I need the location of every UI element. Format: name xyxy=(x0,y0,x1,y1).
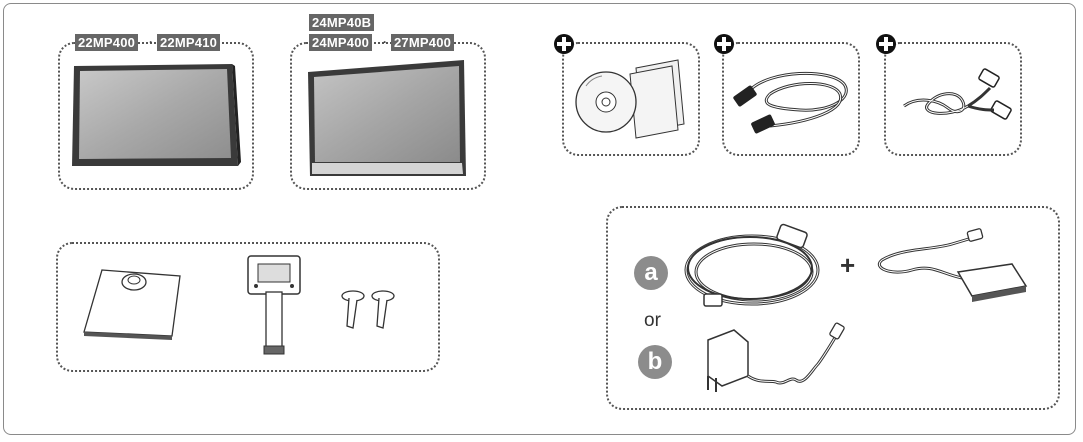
hdmi-cable-icon xyxy=(733,71,848,134)
page-frame xyxy=(3,3,1076,435)
or-label: or xyxy=(644,310,661,331)
plus-icon xyxy=(714,34,734,54)
model-separator: · xyxy=(149,35,153,49)
ac-adapter-icon xyxy=(878,228,1028,302)
power-cord-icon xyxy=(684,223,820,307)
plus-icon xyxy=(554,34,574,54)
hdmi-cable-box xyxy=(722,42,860,156)
monitor-24-box xyxy=(290,42,486,190)
option-b-badge: b xyxy=(638,345,672,379)
monitor-22-icon xyxy=(72,64,241,166)
model-tag-24mp40b: 24MP40B xyxy=(309,14,375,31)
model-tag-22mp410: 22MP410 xyxy=(157,34,221,51)
model-tag-24mp400: 24MP400 xyxy=(309,34,373,51)
screw-icon xyxy=(371,290,395,329)
monitor-24-icon xyxy=(308,60,466,176)
stand-base-icon xyxy=(83,269,181,340)
cd-box xyxy=(562,42,700,156)
wall-adapter-icon xyxy=(707,322,845,392)
plus-label: + xyxy=(840,250,856,280)
model-tag-27mp400: 27MP400 xyxy=(391,34,455,51)
monitor-22-box xyxy=(58,42,254,190)
stand-parts-box xyxy=(56,242,440,372)
plus-icon xyxy=(876,34,896,54)
power-options-box xyxy=(606,206,1060,410)
model-separator: · xyxy=(383,35,387,49)
model-tag-22mp400: 22MP400 xyxy=(75,34,139,51)
screw-icon xyxy=(341,290,365,329)
dsub-cable-box xyxy=(884,42,1022,156)
cd-icon xyxy=(575,59,685,139)
option-a-badge: a xyxy=(634,256,668,290)
dsub-cable-icon xyxy=(903,68,1012,120)
stand-body-icon xyxy=(247,255,301,355)
